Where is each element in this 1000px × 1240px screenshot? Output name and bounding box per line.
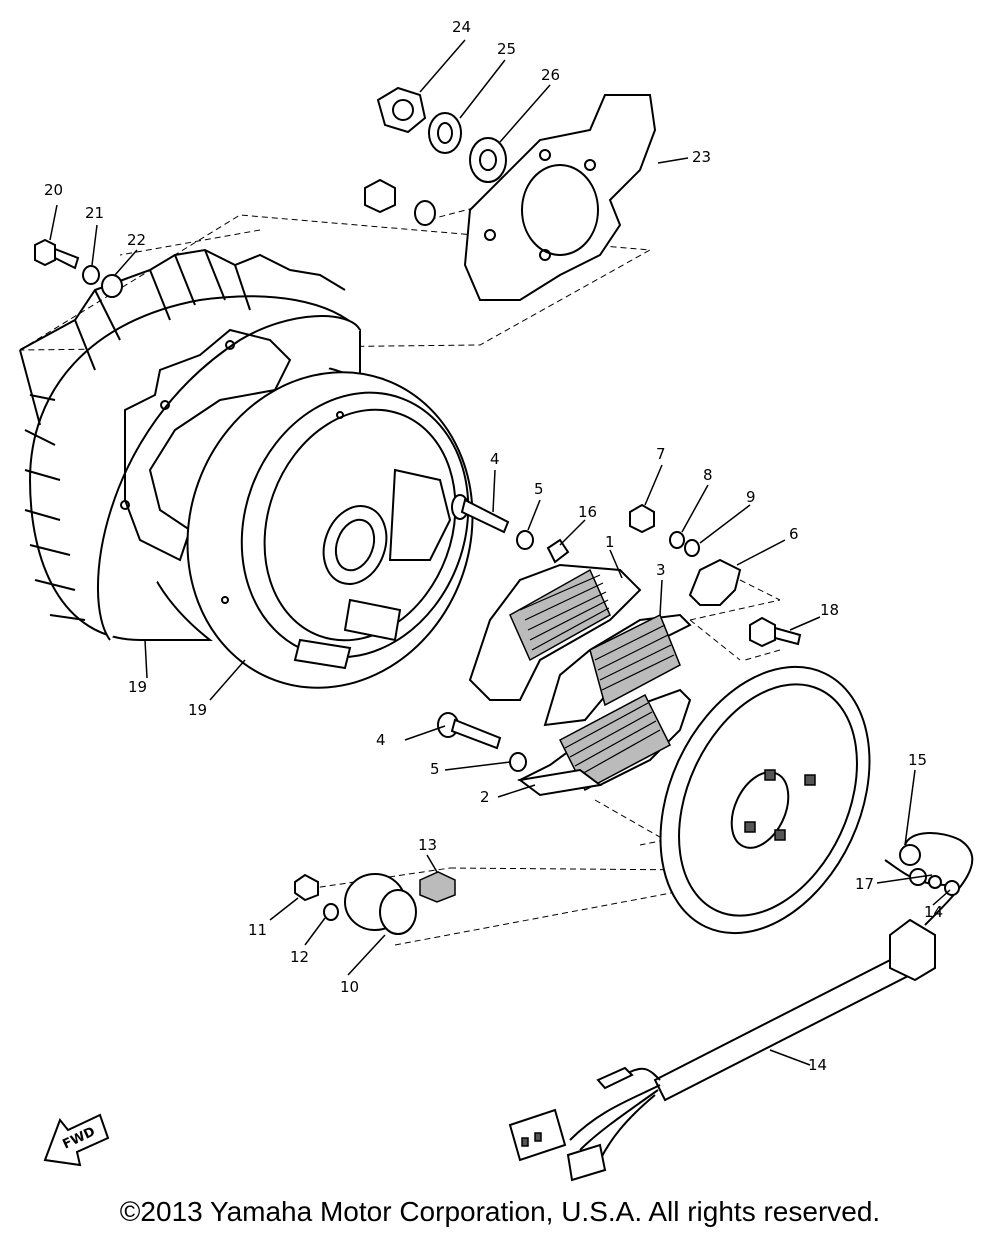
- callout-28: 26: [541, 66, 561, 84]
- coil-2: [517, 688, 692, 797]
- callout-25: 23: [692, 148, 712, 166]
- washer-27: [428, 112, 462, 154]
- fwd-arrow-icon: [43, 1113, 110, 1167]
- callout-11: 11: [248, 921, 268, 939]
- callout-22: 20: [44, 181, 64, 199]
- washer-23: [82, 265, 100, 285]
- plate-25: [463, 94, 657, 301]
- screw-4-lower: [437, 712, 502, 750]
- wire-harness-14: [508, 832, 974, 1182]
- coil-1: [468, 563, 642, 701]
- callout-15: 15: [908, 751, 928, 769]
- callout-24: 22: [127, 231, 147, 249]
- washer-9: [684, 539, 700, 557]
- washer-24: [101, 274, 123, 298]
- condenser-10: [344, 873, 417, 935]
- callout-9: 9: [746, 488, 756, 506]
- callout-7: 7: [656, 445, 666, 463]
- callout-21: 19: [128, 678, 148, 696]
- small-washer: [414, 200, 436, 226]
- callout-19: 19: [188, 701, 208, 719]
- callout-5-upper: 5: [534, 480, 544, 498]
- bolt-22: [34, 238, 80, 270]
- washer-5-upper: [516, 530, 534, 550]
- callout-27: 25: [497, 40, 517, 58]
- washer-5-lower: [509, 752, 527, 772]
- callout-4-lower: 4: [376, 731, 386, 749]
- callout-6: 6: [789, 525, 799, 543]
- leader-lines: [49, 39, 951, 1066]
- washer-8: [669, 531, 685, 549]
- flywheel-rotor: [186, 371, 474, 689]
- callout-12: 12: [290, 948, 310, 966]
- screw-11: [294, 873, 319, 902]
- callout-16: 14: [924, 903, 944, 921]
- callout-4-upper: 4: [490, 450, 500, 468]
- callout-17: 17: [855, 875, 875, 893]
- callout-5-lower: 5: [430, 760, 440, 778]
- callout-3: 3: [656, 561, 666, 579]
- washer-12: [323, 903, 339, 921]
- clip-18: [546, 538, 570, 564]
- diagram-drawing: [19, 39, 974, 1182]
- exploded-parts-diagram: 24 25 26 23 20 21 22 4 5 16 1 3 7 8 9 6 …: [19, 18, 974, 1182]
- stator-plate: [659, 665, 871, 935]
- copyright-footer: ©2013 Yamaha Motor Corporation, U.S.A. A…: [119, 1196, 881, 1227]
- callout-8: 8: [703, 466, 713, 484]
- callout-2: 2: [480, 788, 490, 806]
- screw-7: [629, 503, 655, 534]
- callout-26: 24: [452, 18, 472, 36]
- nut-26: [376, 86, 427, 134]
- callout-18: 16: [578, 503, 598, 521]
- callout-1: 1: [605, 533, 615, 551]
- coil-3: [543, 613, 692, 727]
- callout-20: 18: [820, 601, 840, 619]
- screw-4-upper: [451, 494, 510, 534]
- breaker-6: [688, 558, 742, 606]
- callout-14: 14: [808, 1056, 828, 1074]
- washer-28: [469, 137, 507, 183]
- callout-10: 10: [340, 978, 360, 996]
- small-bolt: [364, 178, 396, 214]
- felt-13: [419, 871, 456, 903]
- callout-23: 21: [85, 204, 105, 222]
- callout-13: 13: [418, 836, 438, 854]
- screw-20: [749, 616, 802, 648]
